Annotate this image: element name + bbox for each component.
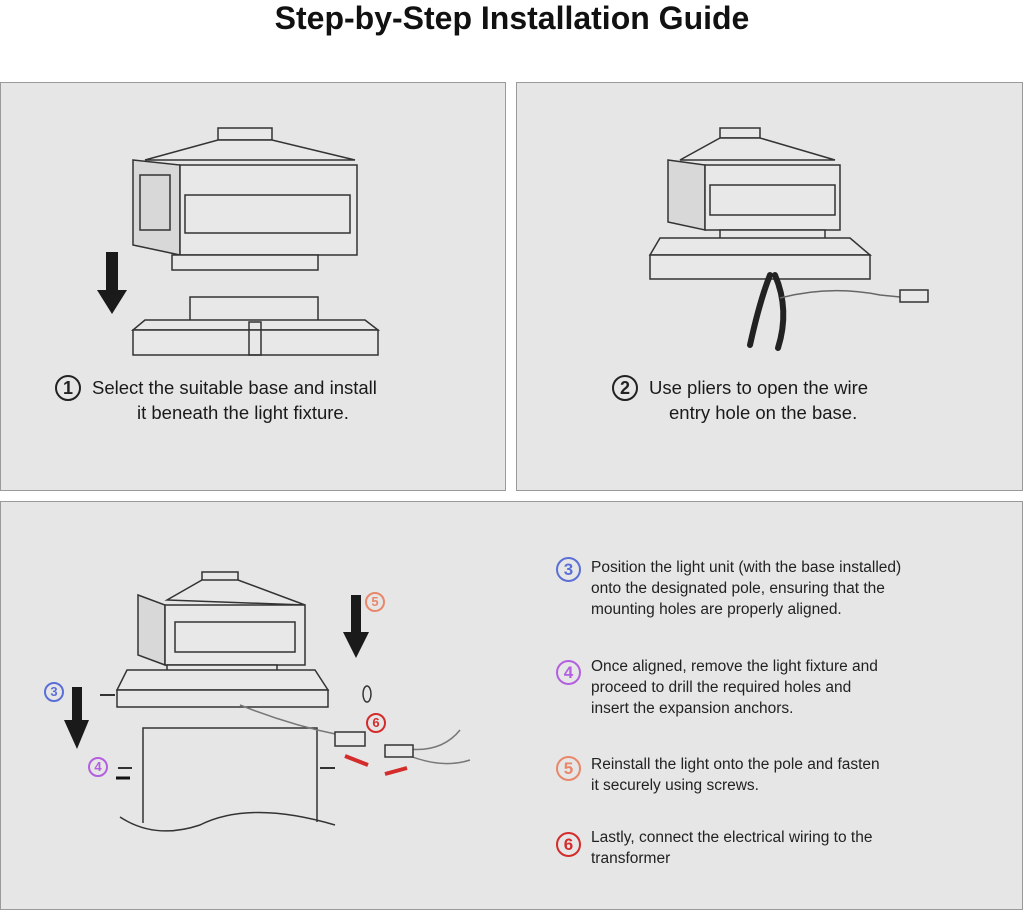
screw-icon-left (100, 694, 335, 769)
step-6-text-line-1: Lastly, connect the electrical wiring to… (591, 829, 873, 846)
red-arrow-icon-left (344, 754, 369, 767)
step-4-text-line-1: Once aligned, remove the light fixture a… (591, 658, 878, 675)
step-2-text-line-2: entry hole on the base. (669, 402, 858, 423)
arrow-down-icon (97, 252, 127, 314)
red-arrow-icon-right (384, 766, 408, 776)
step-3-text-line-1: Position the light unit (with the base i… (591, 559, 902, 576)
step-4-text-line-3: insert the expansion anchors. (591, 700, 794, 717)
diagram-label-6: 6 (366, 713, 386, 733)
step-3-text-line-3: mounting holes are properly aligned. (591, 601, 842, 618)
step-number-4: 4 (556, 660, 581, 685)
anchor-icon (362, 685, 372, 703)
pole-illustration (119, 727, 336, 832)
step-number-6: 6 (556, 832, 581, 857)
pliers-icon (747, 272, 787, 351)
lamp-fixture-illustration-2 (648, 127, 873, 280)
connector-icon (899, 289, 929, 303)
step-2-text-line-1: Use pliers to open the wire (649, 377, 869, 398)
step-4-text-line-2: proceed to drill the required holes and (591, 679, 852, 696)
step-5-text-line-2: it securely using screws. (591, 777, 759, 794)
connector-icon-left (334, 731, 366, 747)
arrow-down-icon-3 (64, 687, 89, 749)
step-1-text-line-2: it beneath the light fixture. (137, 402, 349, 423)
connector-icon-right (384, 744, 414, 758)
arrow-down-icon-5 (343, 595, 369, 658)
diagram-label-3: 3 (44, 682, 64, 702)
step-number-5: 5 (556, 756, 581, 781)
wire-illustration (779, 289, 901, 299)
step-5-text-line-1: Reinstall the light onto the pole and fa… (591, 756, 880, 773)
step-3-text-line-2: onto the designated pole, ensuring that … (591, 580, 885, 597)
step-number-2: 2 (612, 375, 638, 401)
step-number-3: 3 (556, 557, 581, 582)
step-number-1: 1 (55, 375, 81, 401)
step-1-text-line-1: Select the suitable base and install (92, 377, 377, 398)
base-illustration-1 (130, 296, 381, 356)
page-title: Step-by-Step Installation Guide (274, 0, 750, 36)
lamp-fixture-illustration-1 (132, 127, 358, 271)
diagram-label-4: 4 (88, 757, 108, 777)
lamp-fixture-illustration-3 (115, 571, 330, 708)
diagram-label-5: 5 (365, 592, 385, 612)
step-6-text-line-2: transformer (591, 850, 671, 867)
